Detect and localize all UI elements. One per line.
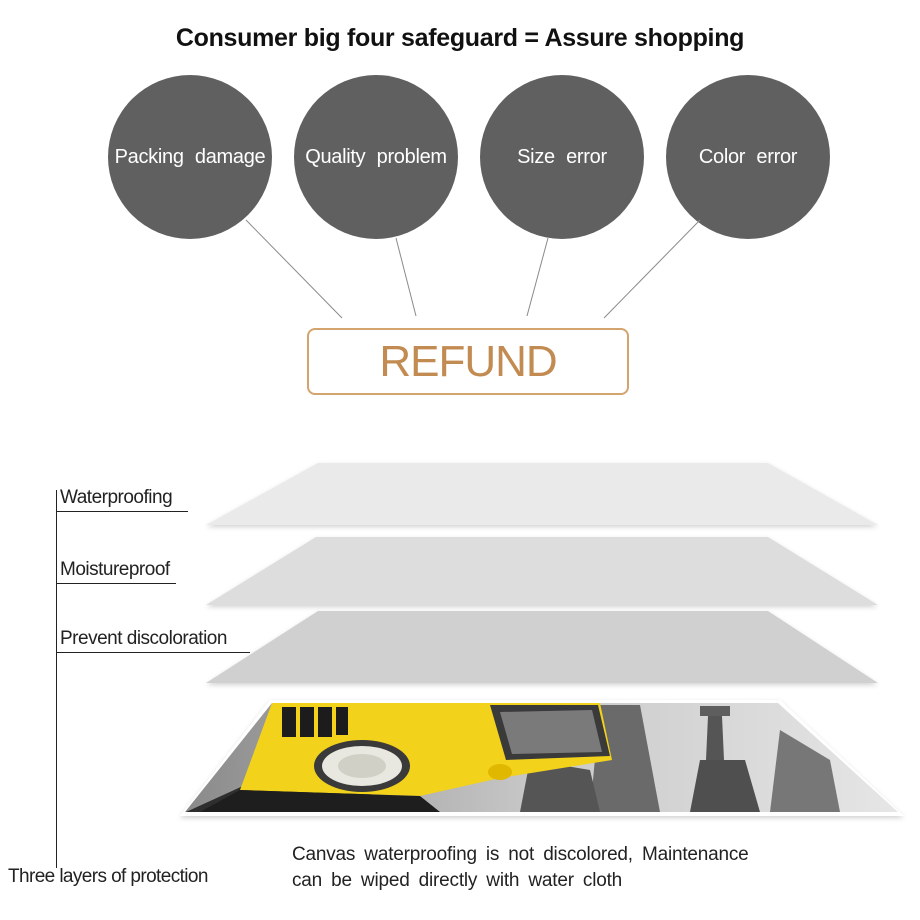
safeguard-label: Packing damage [114, 145, 266, 168]
canvas-caption: Canvas waterproofing is not discolored, … [292, 842, 749, 894]
safeguard-circle-packing-damage: Packing damage [108, 75, 272, 239]
refund-label: REFUND [379, 336, 557, 386]
label-underline [56, 652, 250, 653]
layer-label-moistureproof: Moistureproof [60, 559, 170, 580]
safeguard-label: Color error [698, 145, 798, 168]
refund-box: REFUND [307, 328, 629, 395]
page-title: Consumer big four safeguard = Assure sho… [175, 24, 745, 52]
safeguard-circle-size-error: Size error [480, 75, 644, 239]
safeguard-label: Size error [517, 145, 607, 168]
layer-sheet-moistureproof [206, 537, 878, 605]
caption-line-1: Canvas waterproofing is not discolored, … [292, 844, 749, 865]
layer-sheet-waterproofing [206, 463, 878, 525]
connector-line [526, 237, 549, 317]
canvas-print-image [180, 700, 904, 816]
safeguard-label: Quality problem [305, 145, 447, 168]
layer-label-waterproofing: Waterproofing [60, 487, 173, 508]
label-underline [56, 583, 176, 584]
connector-line [395, 237, 417, 317]
three-layers-label: Three layers of protection [8, 866, 208, 887]
layer-label-prevent-discoloration: Prevent discoloration [60, 628, 227, 649]
connector-line [245, 219, 343, 319]
caption-line-2: can be wiped directly with water cloth [292, 870, 623, 891]
connector-line [603, 219, 701, 319]
safeguard-circle-quality-problem: Quality problem [294, 75, 458, 239]
safeguard-circle-color-error: Color error [666, 75, 830, 239]
connector-lines [245, 219, 701, 319]
bracket-line [56, 490, 57, 868]
layer-sheet-prevent-discoloration [206, 611, 878, 683]
label-underline [56, 511, 188, 512]
